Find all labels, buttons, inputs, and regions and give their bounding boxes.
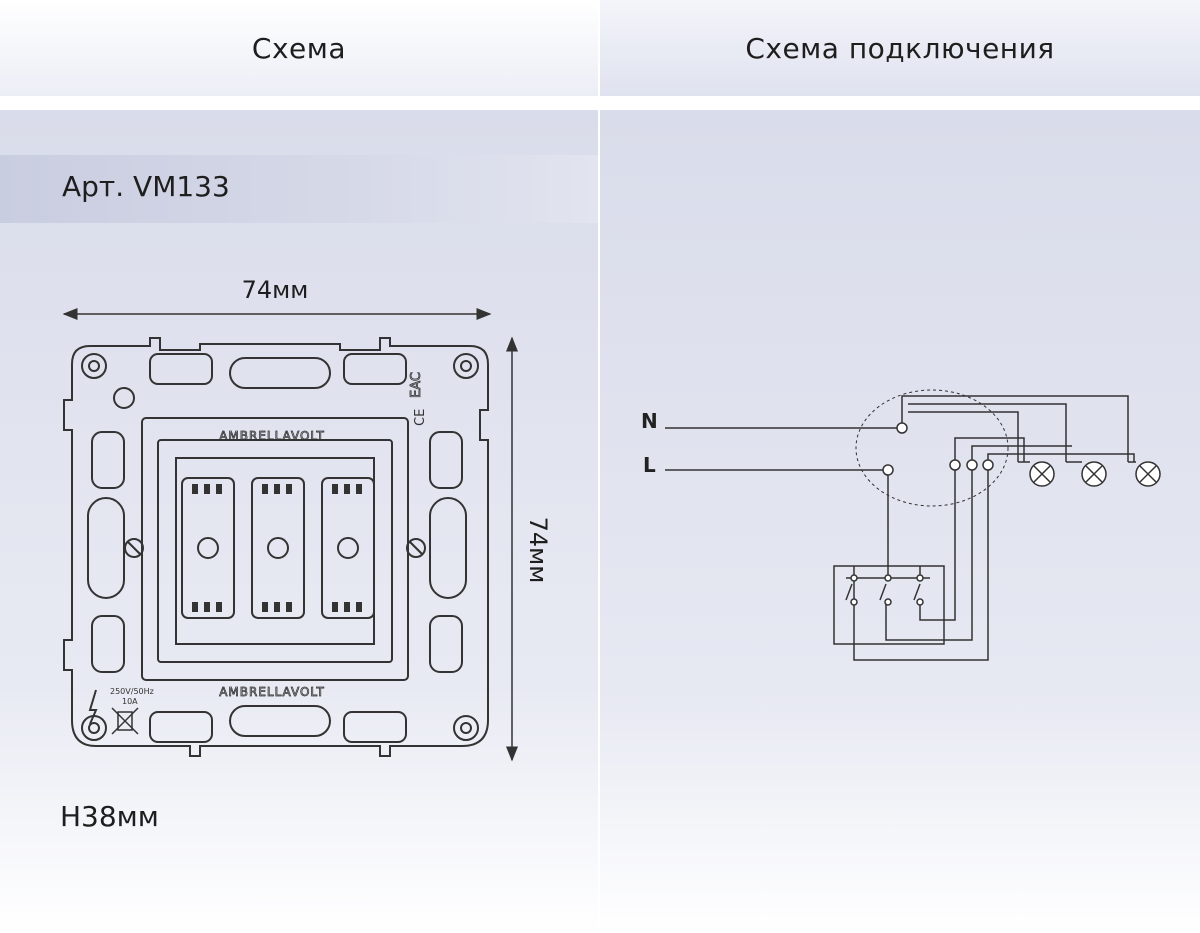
scheme-panel — [0, 110, 598, 933]
junction-box — [855, 389, 1009, 507]
corner-hole-tl — [81, 353, 107, 379]
line-label: L — [643, 453, 656, 477]
switch-block — [833, 565, 945, 645]
depth-label: H38мм — [60, 800, 159, 833]
connection-panel — [600, 110, 1200, 933]
width-label: 74мм — [242, 276, 309, 304]
neutral-label: N — [641, 409, 658, 433]
height-side-label: 74мм — [524, 517, 552, 584]
waste-bin-icon — [111, 707, 139, 735]
rating-current: 10A — [122, 697, 138, 706]
rating-voltage: 250V/50Hz — [110, 687, 154, 696]
brand-top: AMBRELLAVOLT — [219, 429, 325, 443]
eac-mark: EAC — [409, 372, 424, 398]
header-scheme: Схема — [0, 0, 598, 96]
corner-hole-br — [453, 715, 479, 741]
article-label: Арт. VM133 — [62, 170, 230, 203]
device-drawing: 74мм 74мм — [62, 276, 552, 762]
corner-hole-bl — [81, 715, 107, 741]
brand-bottom: AMBRELLAVOLT — [219, 685, 325, 699]
wiring-diagram: N L — [641, 389, 1161, 661]
lightning-icon — [88, 689, 98, 725]
ce-mark: CE — [413, 409, 428, 426]
header-connection-scheme: Схема подключения — [600, 0, 1200, 96]
corner-hole-tr — [453, 353, 479, 379]
article-band — [0, 155, 598, 223]
